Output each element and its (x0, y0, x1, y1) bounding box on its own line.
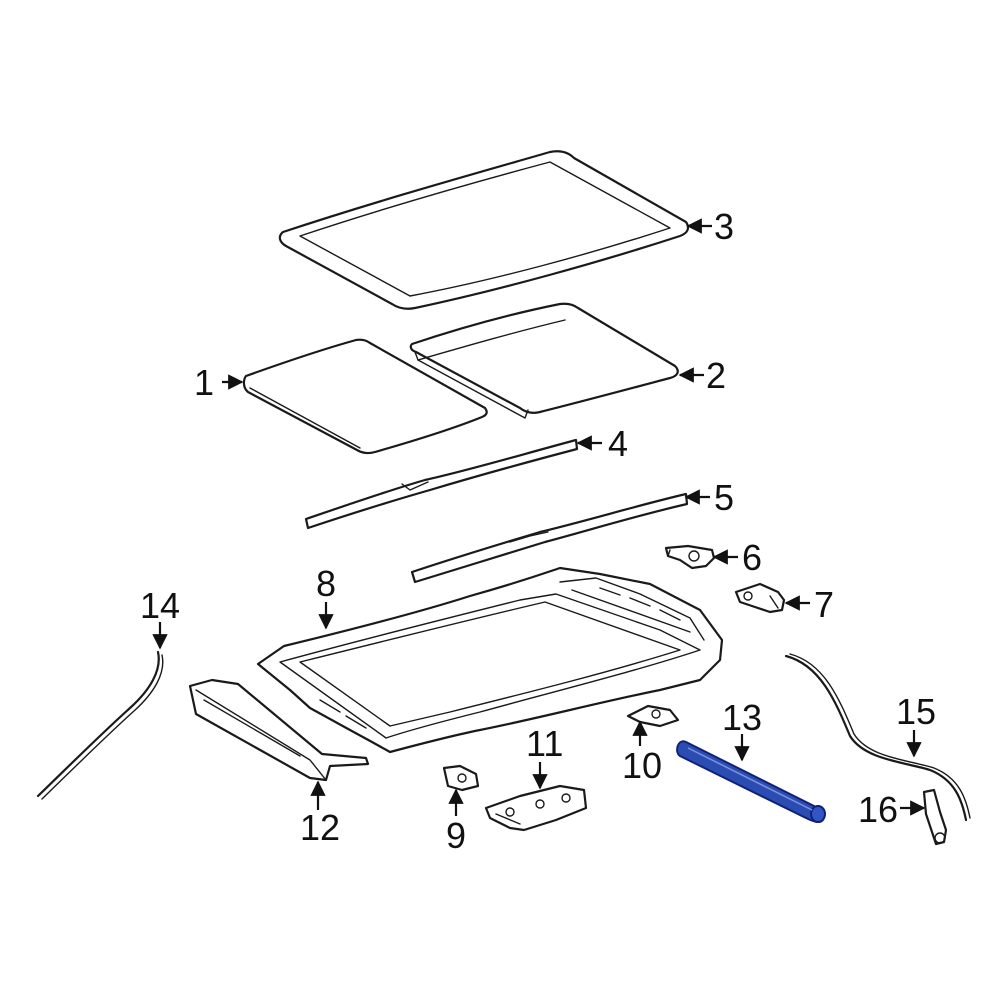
deflector-seal-part-4[interactable] (304, 438, 579, 530)
callout-10: 10 (622, 745, 662, 786)
front-rail-part-12[interactable] (188, 678, 370, 782)
callout-2: 2 (706, 355, 726, 396)
callout-3: 3 (714, 206, 734, 247)
callout-labels: 1 2 3 4 5 6 7 8 9 10 11 12 13 14 15 16 (140, 206, 936, 856)
bracket-part-10[interactable] (626, 704, 680, 728)
callout-11: 11 (526, 723, 563, 764)
callout-13: 13 (722, 697, 762, 738)
clip-part-16[interactable] (922, 788, 948, 846)
callout-4: 4 (608, 423, 628, 464)
callout-1: 1 (194, 362, 214, 403)
sunshade-roller-part-13[interactable] (676, 740, 826, 823)
callout-7: 7 (814, 584, 834, 625)
leader-lines (152, 218, 926, 816)
drain-hose-part-14[interactable] (36, 650, 164, 800)
bracket-part-6[interactable] (664, 544, 716, 570)
rear-trim-part-5[interactable] (410, 492, 689, 584)
front-glass-part-1[interactable] (242, 338, 488, 455)
sunroof-frame-part-8[interactable] (256, 566, 724, 754)
drain-hose-part-15[interactable] (784, 653, 971, 822)
rear-glass-part-2[interactable] (409, 302, 679, 419)
bracket-part-9[interactable] (442, 764, 480, 792)
roof-panel-outer-part-3[interactable] (278, 150, 690, 310)
callout-14: 14 (140, 585, 180, 626)
motor-part-7[interactable] (734, 582, 786, 614)
callout-15: 15 (896, 691, 936, 732)
callout-6: 6 (742, 537, 762, 578)
callout-5: 5 (714, 477, 734, 518)
plate-bracket-part-11[interactable] (484, 784, 588, 832)
callout-9: 9 (446, 815, 466, 856)
callout-12: 12 (300, 807, 340, 848)
callout-8: 8 (316, 563, 336, 604)
callout-16: 16 (858, 789, 898, 830)
